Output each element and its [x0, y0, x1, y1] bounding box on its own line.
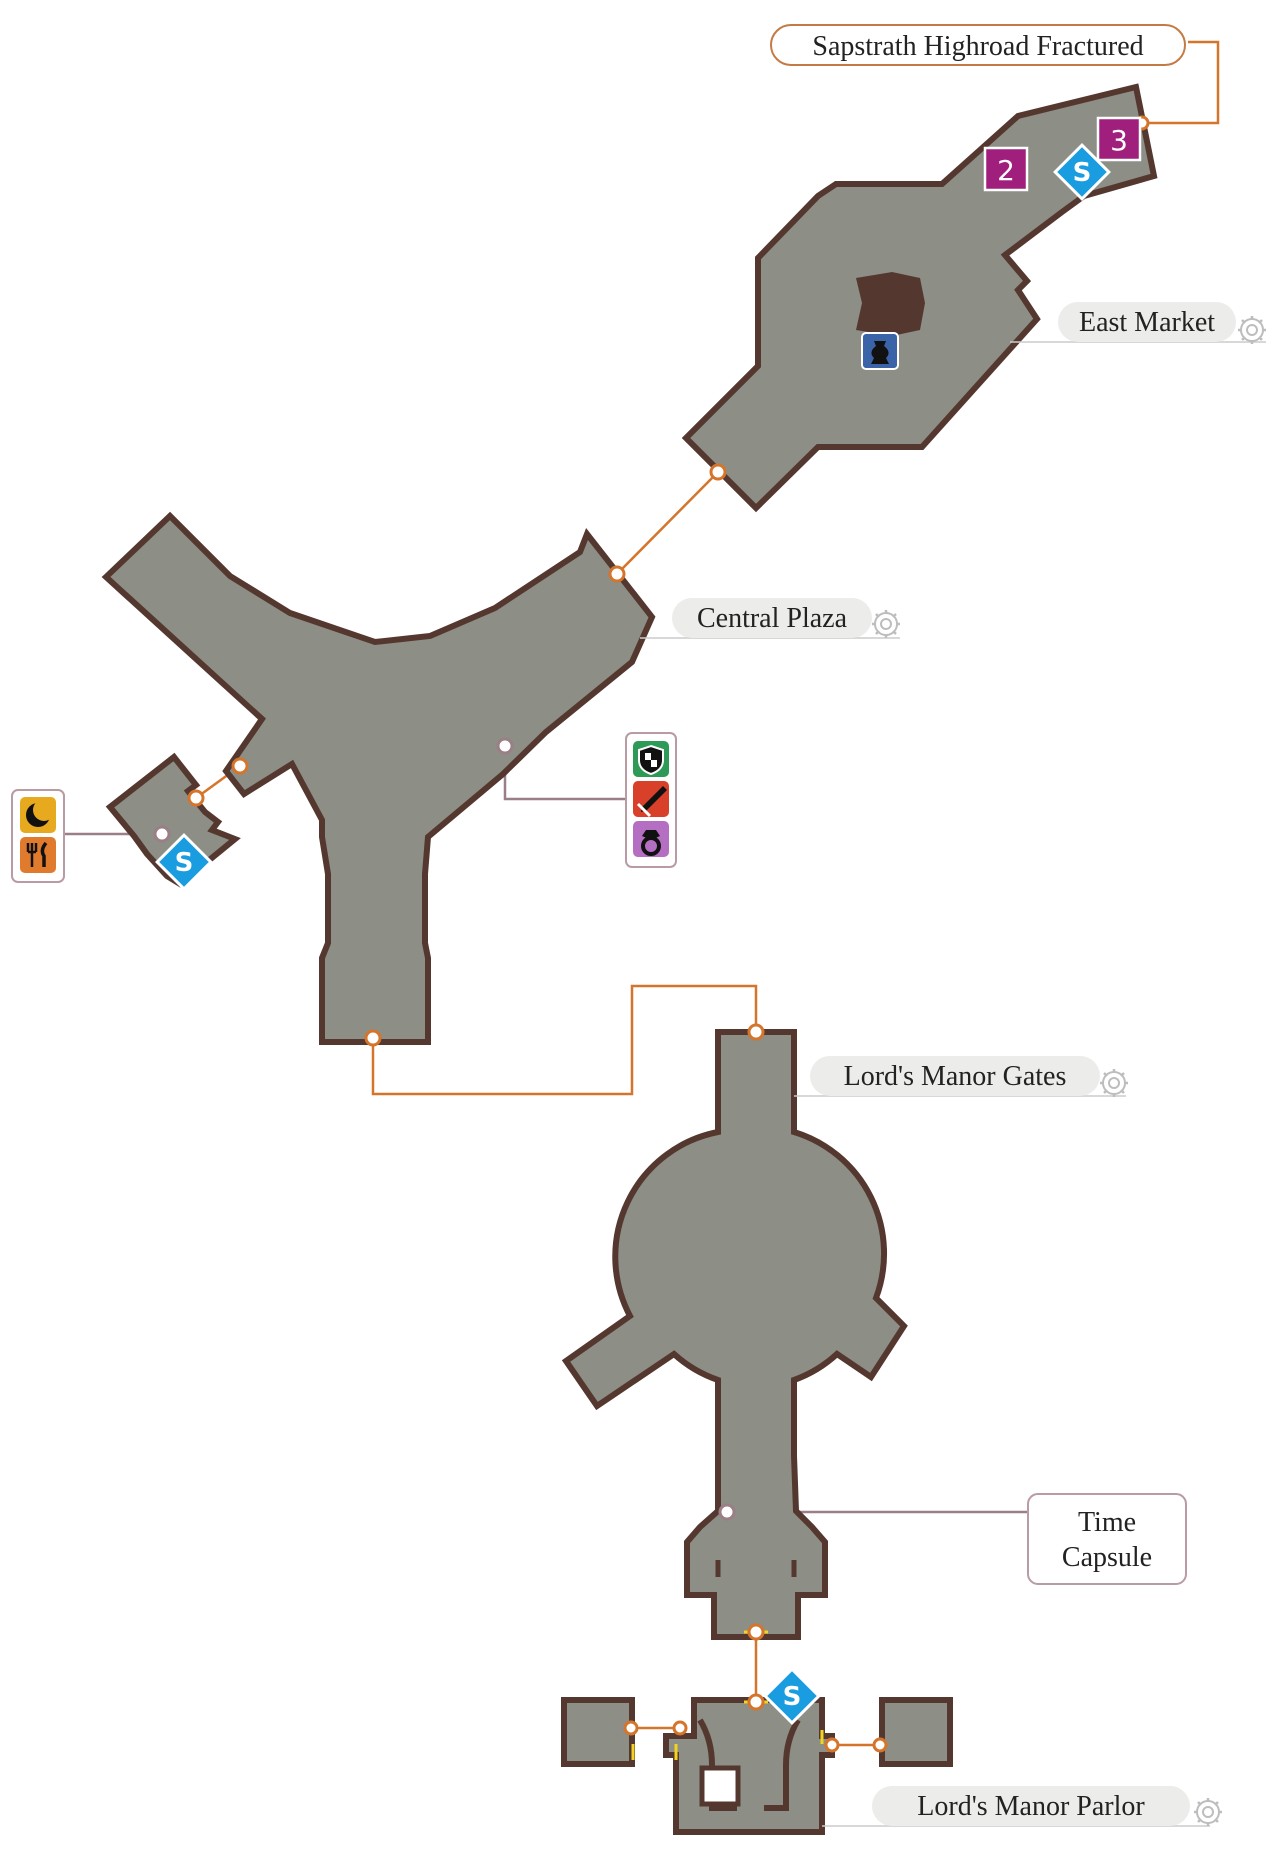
room-parlor-east-annex — [879, 1697, 953, 1767]
svg-text:S: S — [783, 1682, 802, 1712]
gear-icon — [1100, 1069, 1128, 1097]
accessory-shop-icon[interactable] — [633, 821, 669, 857]
area-label-manor-gates[interactable]: Lord's Manor Gates — [794, 1056, 1126, 1097]
west-shops-panel — [11, 789, 65, 883]
area-label-sapstrath[interactable]: Sapstrath Highroad Fractured — [770, 24, 1186, 66]
area-label-east-market[interactable]: East Market — [1010, 302, 1266, 343]
gear-icon — [872, 610, 900, 638]
room-lords-manor-parlor — [663, 1697, 835, 1835]
plaza-statue-star — [856, 272, 925, 336]
room-details — [631, 272, 925, 1811]
area-label-manor-parlor[interactable]: Lord's Manor Parlor — [822, 1786, 1210, 1827]
armor-shop-icon[interactable] — [633, 741, 669, 777]
svg-text:S: S — [175, 848, 194, 878]
svg-text:East Market: East Market — [1079, 307, 1215, 338]
treasure-badge-2[interactable]: 2 — [983, 146, 1029, 192]
svg-text:S: S — [1073, 158, 1092, 188]
vase-shop-icon[interactable] — [861, 332, 899, 370]
inn-icon[interactable] — [20, 797, 56, 833]
svg-text:3: 3 — [1110, 124, 1128, 157]
svg-text:Central Plaza: Central Plaza — [697, 603, 848, 634]
gear-icon — [1238, 316, 1266, 344]
svg-text:Sapstrath Highroad Fractured: Sapstrath Highroad Fractured — [812, 31, 1143, 62]
room-central-plaza — [101, 511, 656, 1045]
connector-plaza-to-gates — [371, 984, 758, 1096]
svg-text:Lord's Manor Gates: Lord's Manor Gates — [844, 1061, 1067, 1092]
rooms — [101, 83, 1158, 1835]
save-point-market[interactable]: S — [1053, 143, 1111, 201]
svg-text:Capsule: Capsule — [1062, 1542, 1152, 1573]
save-point-parlor[interactable]: S — [763, 1667, 821, 1725]
connectors — [64, 40, 1220, 1747]
save-point-west-room[interactable]: S — [155, 833, 213, 891]
svg-text:Lord's Manor Parlor: Lord's Manor Parlor — [917, 1791, 1145, 1822]
connector-market-to-sapstrath — [1142, 40, 1220, 125]
gear-icon — [1194, 1798, 1222, 1826]
restaurant-icon[interactable] — [20, 837, 56, 873]
weapon-shop-icon[interactable] — [633, 781, 669, 818]
room-lords-manor-gates — [561, 1029, 908, 1640]
room-parlor-west-annex — [561, 1697, 635, 1767]
svg-text:2: 2 — [997, 154, 1015, 187]
plaza-shops-panel — [625, 732, 677, 868]
poi-label-time-capsule[interactable]: Time Capsule — [1027, 1493, 1187, 1585]
treasure-badge-3[interactable]: 3 — [1096, 116, 1142, 162]
parlor-pit — [699, 1765, 741, 1807]
room-west-shop — [105, 752, 241, 888]
area-label-central-plaza[interactable]: Central Plaza — [640, 598, 900, 639]
svg-text:Time: Time — [1078, 1507, 1136, 1538]
connector-plaza-to-market — [616, 471, 719, 575]
